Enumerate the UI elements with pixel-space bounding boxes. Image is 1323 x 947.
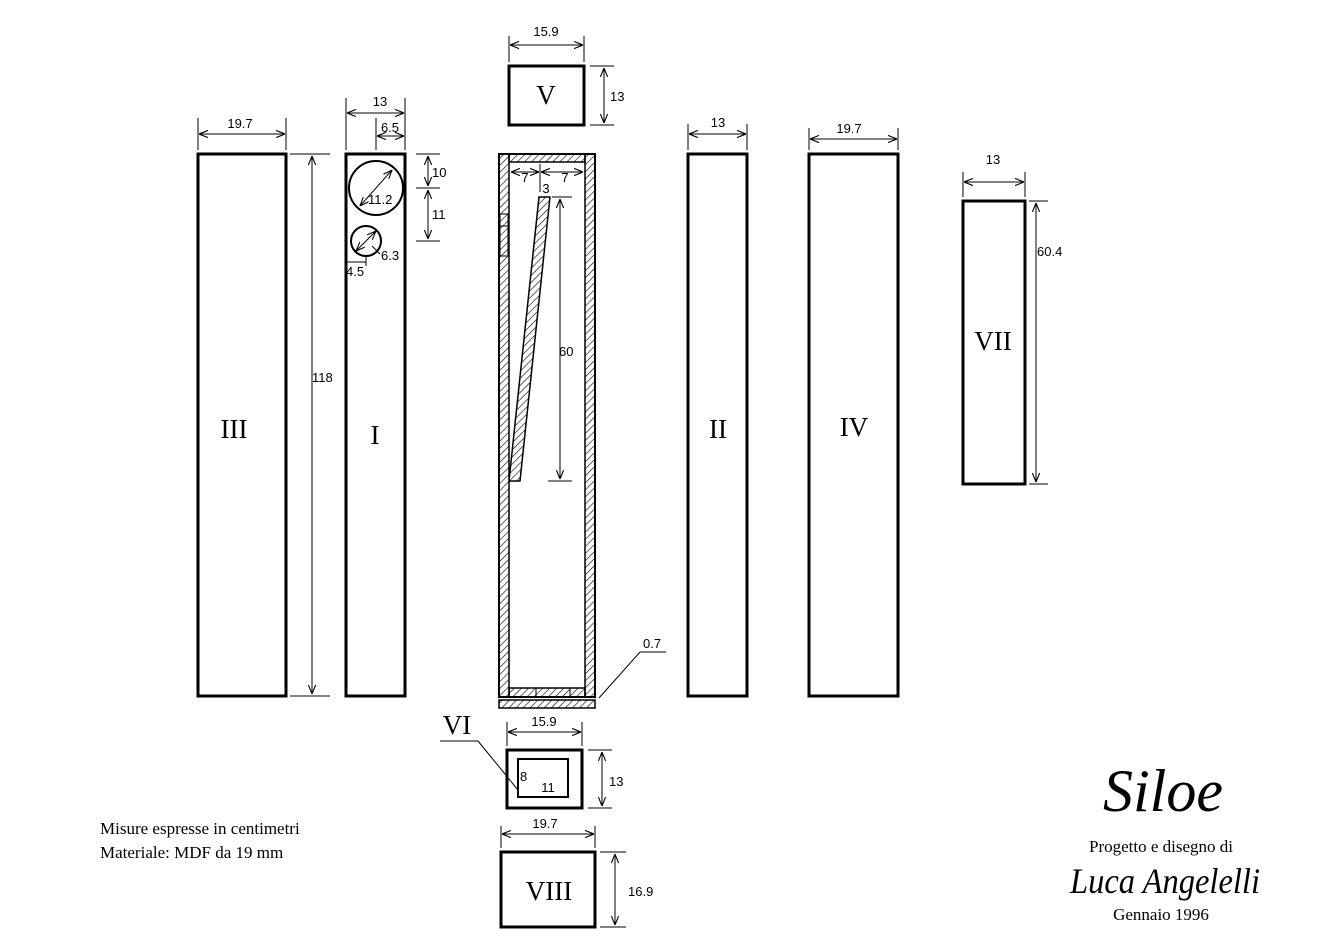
panel-v-label: V — [536, 80, 556, 110]
panel-ii-label: II — [709, 414, 727, 444]
panel-ii-width-dim: 13 — [711, 115, 725, 130]
notes: Misure espresse in centimetri Materiale:… — [100, 819, 300, 862]
panel-i-offset-dim: 6.5 — [381, 120, 399, 135]
panel-vii-label: VII — [974, 326, 1011, 356]
panel-iii-width-dim: 19.7 — [227, 116, 252, 131]
panel-vi-height-dim: 13 — [609, 774, 623, 789]
panel-vi: VI 15.9 13 8 11 — [440, 710, 623, 810]
panel-viii-height-dim: 16.9 — [628, 884, 653, 899]
panel-vi-inner-width-dim: 11 — [541, 780, 555, 795]
date-line: Gennaio 1996 — [1113, 905, 1209, 924]
cross-section: 7 7 3 60 0.7 — [498, 153, 666, 709]
panel-i-label: I — [371, 420, 380, 450]
title-block: Siloe Progetto e disegno di Luca Angelel… — [1069, 758, 1260, 924]
panel-vi-width-dim: 15.9 — [531, 714, 556, 729]
author-name: Luca Angelelli — [1069, 861, 1260, 901]
section-left-dim: 7 — [521, 170, 528, 185]
section-gap-dim: 3 — [542, 181, 549, 196]
panel-ii: II 13 — [686, 115, 749, 698]
panel-vi-label: VI — [443, 710, 472, 740]
panel-viii-label: VIII — [526, 876, 572, 906]
tweeter-offset-dim: 4.5 — [346, 264, 364, 279]
units-note: Misure espresse in centimetri — [100, 819, 300, 838]
tweeter-hole-dim: 6.3 — [381, 248, 399, 263]
panel-i-width-dim: 13 — [373, 94, 387, 109]
panel-iv-width-dim: 19.7 — [836, 121, 861, 136]
panel-i: I 13 6.5 11.2 6.3 4.5 10 11 — [344, 94, 446, 698]
material-note: Materiale: MDF da 19 mm — [100, 843, 283, 862]
credit-line: Progetto e disegno di — [1089, 837, 1233, 856]
panel-v-width-dim: 15.9 — [533, 24, 558, 39]
panel-iii: III 19.7 118 — [196, 116, 333, 698]
panel-viii-width-dim: 19.7 — [532, 816, 557, 831]
project-title: Siloe — [1103, 758, 1223, 824]
panel-height-dim: 118 — [312, 370, 333, 385]
section-line-dim: 60 — [559, 344, 573, 359]
panel-vii: VII 13 60.4 — [961, 152, 1062, 486]
internal-baffle — [508, 196, 551, 482]
panel-vii-width-dim: 13 — [986, 152, 1000, 167]
panel-iv: IV 19.7 — [807, 121, 900, 698]
panel-iii-label: III — [221, 414, 248, 444]
panel-i-mid-dim: 11 — [432, 207, 446, 222]
woofer-hole-dim: 11.2 — [368, 192, 392, 207]
panel-v: V 15.9 13 — [507, 24, 624, 127]
section-base-dim: 0.7 — [643, 636, 661, 651]
section-right-dim: 7 — [561, 170, 568, 185]
woofer-hole — [348, 160, 404, 216]
panel-iv-label: IV — [840, 412, 869, 442]
panel-vi-inner-height-dim: 8 — [520, 769, 527, 784]
panel-v-height-dim: 13 — [610, 89, 624, 104]
panel-i-top-dim: 10 — [432, 165, 446, 180]
panel-vii-height-dim: 60.4 — [1037, 244, 1062, 259]
panel-viii: VIII 19.7 16.9 — [499, 816, 653, 929]
